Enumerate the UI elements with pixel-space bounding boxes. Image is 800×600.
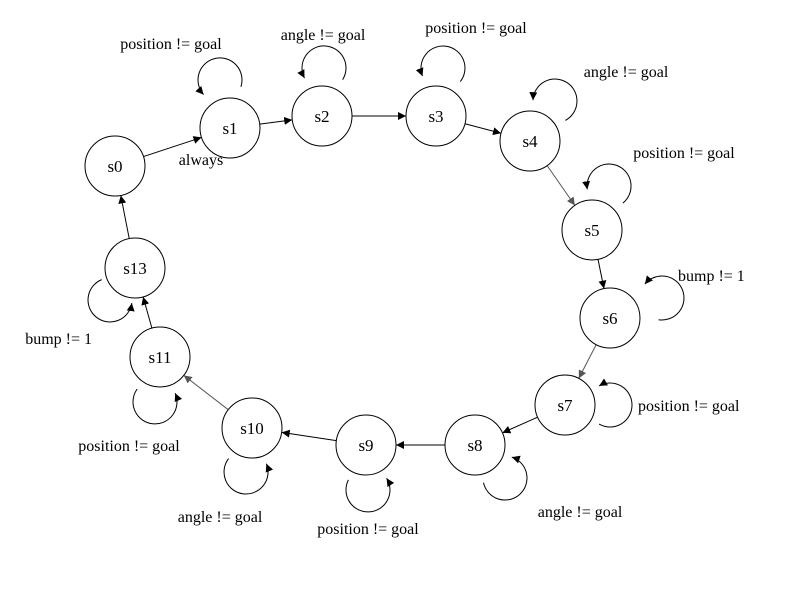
state-label-s13: s13 <box>123 259 147 278</box>
self-loop-label-s3: position != goal <box>425 20 527 37</box>
self-loop-s5 <box>582 163 632 204</box>
self-loop-s11 <box>132 388 183 425</box>
state-label-s7: s7 <box>557 396 573 415</box>
state-label-s5: s5 <box>584 221 599 240</box>
transition-s0-to-s1 <box>143 136 202 158</box>
self-loop-label-s4: angle != goal <box>584 64 669 81</box>
state-label-s8: s8 <box>467 436 482 455</box>
state-s11 <box>129 326 191 388</box>
transition-s13-to-s0 <box>118 195 130 239</box>
state-s8 <box>444 414 506 476</box>
transition-s1-to-s2 <box>259 116 293 125</box>
self-loop-s2 <box>297 45 347 80</box>
state-label-s1: s1 <box>222 119 237 138</box>
state-s0 <box>84 135 146 197</box>
state-label-s6: s6 <box>602 309 617 328</box>
self-loop-s3 <box>415 45 466 82</box>
state-s6 <box>579 287 641 349</box>
state-s2 <box>291 85 353 147</box>
transition-s9-to-s10 <box>281 429 337 442</box>
self-loop-s8 <box>483 455 528 501</box>
transition-s4-to-s5 <box>546 165 576 206</box>
self-loop-label-s6: bump != 1 <box>678 268 745 285</box>
state-label-s10: s10 <box>240 419 264 438</box>
state-label-s0: s0 <box>107 157 122 176</box>
self-loop-label-s10: angle != goal <box>178 509 263 526</box>
transition-s6-to-s7 <box>578 344 597 379</box>
self-loop-label-s11: position != goal <box>78 438 180 455</box>
state-label-s9: s9 <box>358 436 373 455</box>
self-loop-label-s9: position != goal <box>317 521 419 538</box>
state-s7 <box>534 374 596 436</box>
state-label-s2: s2 <box>314 107 329 126</box>
state-label-s4: s4 <box>522 132 538 151</box>
self-loop-label-s8: angle != goal <box>538 504 623 521</box>
state-label-s11: s11 <box>149 348 172 367</box>
self-loop-label-s1: position != goal <box>120 36 222 53</box>
self-loop-s1 <box>195 57 243 95</box>
self-loop-s13 <box>87 279 135 323</box>
state-s9 <box>335 414 397 476</box>
self-loop-label-s5: position != goal <box>633 145 735 162</box>
transition-s11-to-s13 <box>141 296 153 329</box>
self-loop-label-s7: position != goal <box>638 398 740 415</box>
self-loop-s9 <box>345 477 395 513</box>
self-loop-label-s13: bump != 1 <box>25 331 92 348</box>
state-s10 <box>221 397 283 459</box>
self-loop-s7 <box>598 378 633 428</box>
transition-s7-to-s8 <box>502 416 538 434</box>
self-loop-s10 <box>223 458 274 495</box>
transition-s10-to-s11 <box>183 374 229 411</box>
transition-label-s0-to-s1: always <box>179 152 223 169</box>
transition-s5-to-s6 <box>597 259 607 289</box>
self-loop-s6 <box>644 275 685 321</box>
state-s13 <box>104 237 166 299</box>
state-s1 <box>199 97 261 159</box>
transition-s3-to-s4 <box>464 123 502 136</box>
state-label-s3: s3 <box>428 107 443 126</box>
self-loop-label-s2: angle != goal <box>281 27 366 44</box>
state-s3 <box>405 85 467 147</box>
self-loop-s4 <box>529 78 578 121</box>
state-s5 <box>561 199 623 261</box>
state-s4 <box>499 110 561 172</box>
